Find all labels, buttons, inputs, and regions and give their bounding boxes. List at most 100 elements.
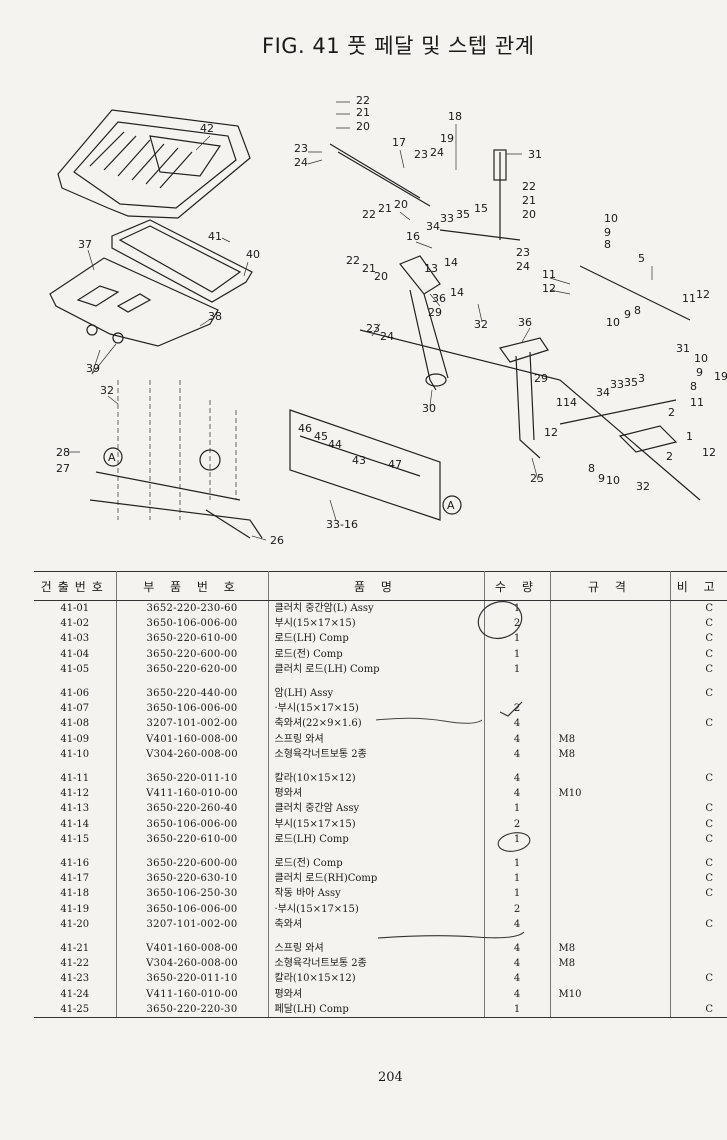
svg-text:34: 34 bbox=[596, 386, 610, 399]
pedal-linkage-drawing bbox=[289, 143, 701, 521]
svg-text:30: 30 bbox=[422, 402, 436, 415]
cell-part-name: 평와셔 bbox=[268, 786, 485, 802]
svg-text:22: 22 bbox=[362, 208, 376, 221]
cell-remark: C bbox=[705, 918, 713, 930]
svg-text:10: 10 bbox=[606, 474, 620, 487]
spacer-cell bbox=[116, 847, 269, 857]
cell-spec bbox=[550, 901, 671, 917]
cell-quantity: 2 bbox=[484, 701, 551, 717]
cell-number: 41-04 bbox=[34, 646, 117, 662]
column-header-quantity: 수 량 bbox=[484, 571, 551, 601]
spacer-cell bbox=[116, 932, 269, 942]
svg-text:10: 10 bbox=[606, 316, 620, 329]
cell-remark bbox=[670, 786, 727, 801]
cell-quantity: 4 bbox=[484, 786, 551, 802]
spacer-cell bbox=[670, 762, 727, 771]
cell-quantity: 4 bbox=[484, 956, 551, 972]
group-spacer bbox=[34, 677, 727, 687]
svg-text:22: 22 bbox=[356, 94, 370, 107]
cell-part-name: 스프링 와셔 bbox=[268, 941, 485, 957]
cell-remark: C bbox=[705, 833, 713, 845]
page-title: FIG. 41 풋 페달 및 스텝 관계 bbox=[262, 34, 535, 58]
cell-part-name: 클러치 중간암 Assy bbox=[268, 801, 485, 817]
cell-number: 41-03 bbox=[34, 631, 117, 647]
svg-text:42: 42 bbox=[200, 122, 214, 135]
svg-text:32: 32 bbox=[636, 480, 650, 493]
cell-part-name: 작동 바아 Assy bbox=[268, 886, 485, 902]
part-callout-numbers: 42 37 41 40 38 39 32 28 27 26 22 21 20 2… bbox=[56, 94, 727, 547]
spacer-cell bbox=[34, 932, 117, 942]
cell-part-number: 3652-220-230-60 bbox=[116, 600, 269, 617]
cell-number: 41-06 bbox=[34, 686, 117, 702]
cell-quantity: 1 bbox=[484, 631, 551, 647]
cell-quantity: 1 bbox=[484, 661, 551, 678]
spacer-cell bbox=[550, 677, 671, 687]
svg-text:23: 23 bbox=[516, 246, 530, 259]
cell-spec bbox=[550, 701, 671, 717]
svg-text:24: 24 bbox=[294, 156, 308, 169]
svg-text:34: 34 bbox=[426, 220, 440, 233]
cell-part-name: 소형육각너트보통 2종 bbox=[268, 746, 485, 763]
svg-text:12: 12 bbox=[542, 282, 556, 295]
svg-text:21: 21 bbox=[522, 194, 536, 207]
spacer-cell bbox=[484, 677, 551, 687]
cell-quantity: 2 bbox=[484, 901, 551, 917]
cell-spec bbox=[550, 616, 671, 632]
svg-text:20: 20 bbox=[374, 270, 388, 283]
cell-spec: M10 bbox=[550, 786, 671, 802]
svg-text:24: 24 bbox=[516, 260, 530, 273]
svg-text:18: 18 bbox=[448, 110, 462, 123]
cell-part-name: 클러치 중간암(L) Assy bbox=[268, 600, 485, 617]
cell-remark: C bbox=[705, 818, 713, 830]
spacer-cell bbox=[116, 762, 269, 772]
cell-part-number: 3650-220-610-00 bbox=[116, 631, 269, 647]
cell-number: 41-15 bbox=[34, 831, 117, 848]
cell-spec bbox=[550, 816, 671, 832]
svg-text:9: 9 bbox=[696, 366, 703, 379]
svg-text:26: 26 bbox=[270, 534, 284, 547]
cell-spec bbox=[550, 771, 671, 787]
cell-quantity: 4 bbox=[484, 916, 551, 933]
cell-part-name: 소형육각너트보통 2종 bbox=[268, 956, 485, 972]
spacer-cell bbox=[116, 677, 269, 687]
svg-text:41: 41 bbox=[208, 230, 222, 243]
svg-text:11: 11 bbox=[682, 292, 696, 305]
spacer-cell bbox=[484, 762, 551, 772]
column-header-part-number: 부 품 번 호 bbox=[116, 571, 269, 601]
cell-spec: M8 bbox=[550, 731, 671, 747]
svg-text:35: 35 bbox=[456, 208, 470, 221]
svg-text:19: 19 bbox=[714, 370, 727, 383]
svg-text:11: 11 bbox=[542, 268, 556, 281]
cell-spec bbox=[550, 661, 671, 678]
svg-text:24: 24 bbox=[380, 330, 394, 343]
cell-remark bbox=[670, 701, 727, 716]
cell-spec bbox=[550, 831, 671, 848]
column-header-spec: 규 격 bbox=[550, 571, 671, 601]
svg-text:23: 23 bbox=[294, 142, 308, 155]
cell-part-number: V401-160-008-00 bbox=[116, 941, 269, 957]
svg-text:19: 19 bbox=[440, 132, 454, 145]
cell-remark: C bbox=[670, 1001, 727, 1019]
cell-part-name: 칼라(10×15×12) bbox=[268, 771, 485, 787]
svg-text:39: 39 bbox=[86, 362, 100, 375]
svg-text:12: 12 bbox=[702, 446, 716, 459]
svg-text:29: 29 bbox=[428, 306, 442, 319]
svg-text:21: 21 bbox=[378, 202, 392, 215]
spacer-cell bbox=[550, 762, 671, 772]
cell-number: 41-07 bbox=[34, 701, 117, 717]
